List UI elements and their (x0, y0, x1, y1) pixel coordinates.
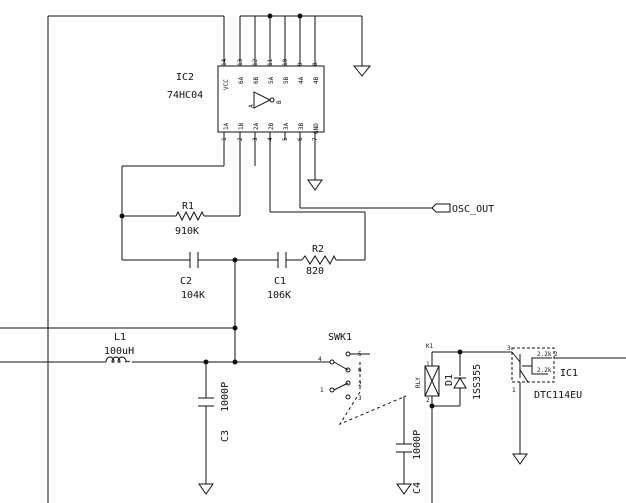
d1-diode-icon (453, 352, 467, 406)
svg-text:A: A (248, 104, 255, 108)
ic2-top-pins: 14 13 12 11 10 9 8 VCC 6A 6B 5A 5B 4A 4B (221, 16, 320, 90)
ground-icon (198, 483, 214, 495)
ground-icon (307, 179, 323, 191)
relay-k1-icon (424, 352, 440, 503)
osc-out-label: OSC_OUT (452, 204, 494, 215)
c1-value: 106K (267, 290, 291, 301)
ic2-pinname-1b: 1B (238, 122, 245, 130)
l1-inductor-icon (105, 356, 131, 363)
ic2-pin-5: 5 (282, 137, 289, 141)
relay-k1-label: K1 (426, 343, 434, 350)
c2-capacitor-icon (189, 252, 199, 268)
c1-ref: C1 (274, 276, 286, 287)
ic2-pin-2: 2 (237, 137, 244, 141)
l1-value: 100uH (104, 346, 134, 357)
ic2-pin-6: 6 (297, 137, 304, 141)
svg-text:2: 2 (554, 351, 558, 358)
ic2-pinname-2b: 2B (268, 122, 275, 130)
ic2-pinname-4b: 4B (313, 76, 320, 84)
svg-text:B: B (276, 100, 283, 104)
ic2-pinname-6a: 6A (238, 76, 245, 84)
ground-icon (396, 483, 412, 495)
ground-icon (512, 453, 528, 465)
relay-pin-1: 1 (426, 361, 430, 368)
ic2-pin-4: 4 (267, 137, 274, 141)
svg-text:2.2k: 2.2k (537, 351, 552, 358)
svg-text:1: 1 (512, 387, 516, 394)
r2-resistor-icon (301, 254, 337, 266)
relay-pin-2: 2 (426, 397, 430, 404)
c3-value: 1000P (220, 382, 231, 412)
d1-part: 1SS355 (472, 364, 483, 400)
c3-capacitor-icon (198, 397, 214, 407)
ic2-pinname-4a: 4A (298, 76, 305, 84)
osc-out-connector-icon (431, 203, 451, 213)
ic2-chip: 14 13 12 11 10 9 8 VCC 6A 6B 5A 5B 4A 4B… (217, 16, 325, 141)
ic2-pin-13: 13 (237, 58, 244, 66)
ic2-pinname-3b: 3B (298, 122, 305, 130)
ic2-pinname-1a: 1A (223, 122, 230, 130)
c4-value: 1000P (412, 430, 423, 460)
ic2-pin-3: 3 (252, 137, 259, 141)
ic2-pin-9: 9 (297, 62, 304, 66)
ic2-pinname-6b: 6B (253, 76, 260, 84)
oscillator-wiring (119, 140, 432, 362)
r2-value: 820 (306, 266, 324, 277)
ic2-pinname-5b: 5B (283, 76, 290, 84)
ic2-pinname-5a: 5A (268, 76, 275, 84)
r2-ref: R2 (312, 244, 324, 255)
svg-text:3: 3 (358, 395, 362, 402)
c4-capacitor-icon (396, 443, 412, 453)
ic2-pin-11: 11 (267, 58, 274, 66)
ic1-part: DTC114EU (534, 390, 582, 401)
ic1-digital-transistor-icon: 3 1 2 2.2k 2.2k (507, 345, 626, 454)
ic2-pinname-3a: 3A (283, 122, 290, 130)
d1-ref: D1 (444, 374, 455, 386)
r1-resistor-icon (175, 210, 205, 222)
svg-text:4: 4 (318, 356, 322, 363)
svg-text:6: 6 (358, 367, 362, 374)
svg-text:2: 2 (358, 381, 362, 388)
vcc-rail (48, 13, 363, 66)
c4-ref: C4 (412, 482, 423, 494)
ic2-pin-1: 1 (221, 137, 228, 141)
ic2-part: 74HC04 (167, 90, 203, 101)
ground-icon (352, 65, 372, 77)
swk1-ref: SWK1 (328, 332, 352, 343)
r1-value: 910K (175, 226, 199, 237)
c1-capacitor-icon (277, 252, 287, 268)
relay-ref: RLY (415, 377, 422, 388)
ic2-pinname-2a: 2A (253, 122, 260, 130)
ic2-pinname-vcc: VCC (223, 79, 230, 90)
c2-ref: C2 (180, 276, 192, 287)
ic2-bottom-pins: 1 2 3 4 5 6 7 1A 1B 2A 2B 3A 3B GND (221, 122, 320, 141)
inverter-gate-icon: A B (248, 91, 283, 109)
ic2-pin-10: 10 (282, 58, 289, 66)
svg-text:1: 1 (320, 387, 324, 394)
ic2-pinname-gnd: GND (313, 123, 320, 134)
ic2-pin-8: 8 (312, 62, 319, 66)
svg-text:3: 3 (507, 345, 511, 352)
l1-ref: L1 (114, 332, 126, 343)
swk1-switch-icon: 4 5 6 1 2 3 (318, 351, 407, 426)
r1-ref: R1 (182, 201, 194, 212)
ic2-pin-7: 7 (312, 137, 319, 141)
c3-ref: C3 (220, 430, 231, 442)
ic2-ref: IC2 (176, 72, 194, 83)
ic2-pin-12: 12 (252, 58, 259, 66)
svg-text:2.2k: 2.2k (537, 367, 552, 374)
input-wiring (0, 325, 318, 484)
ic2-pin-14: 14 (221, 58, 228, 66)
c2-value: 104K (181, 290, 205, 301)
ic1-ref: IC1 (560, 368, 578, 379)
